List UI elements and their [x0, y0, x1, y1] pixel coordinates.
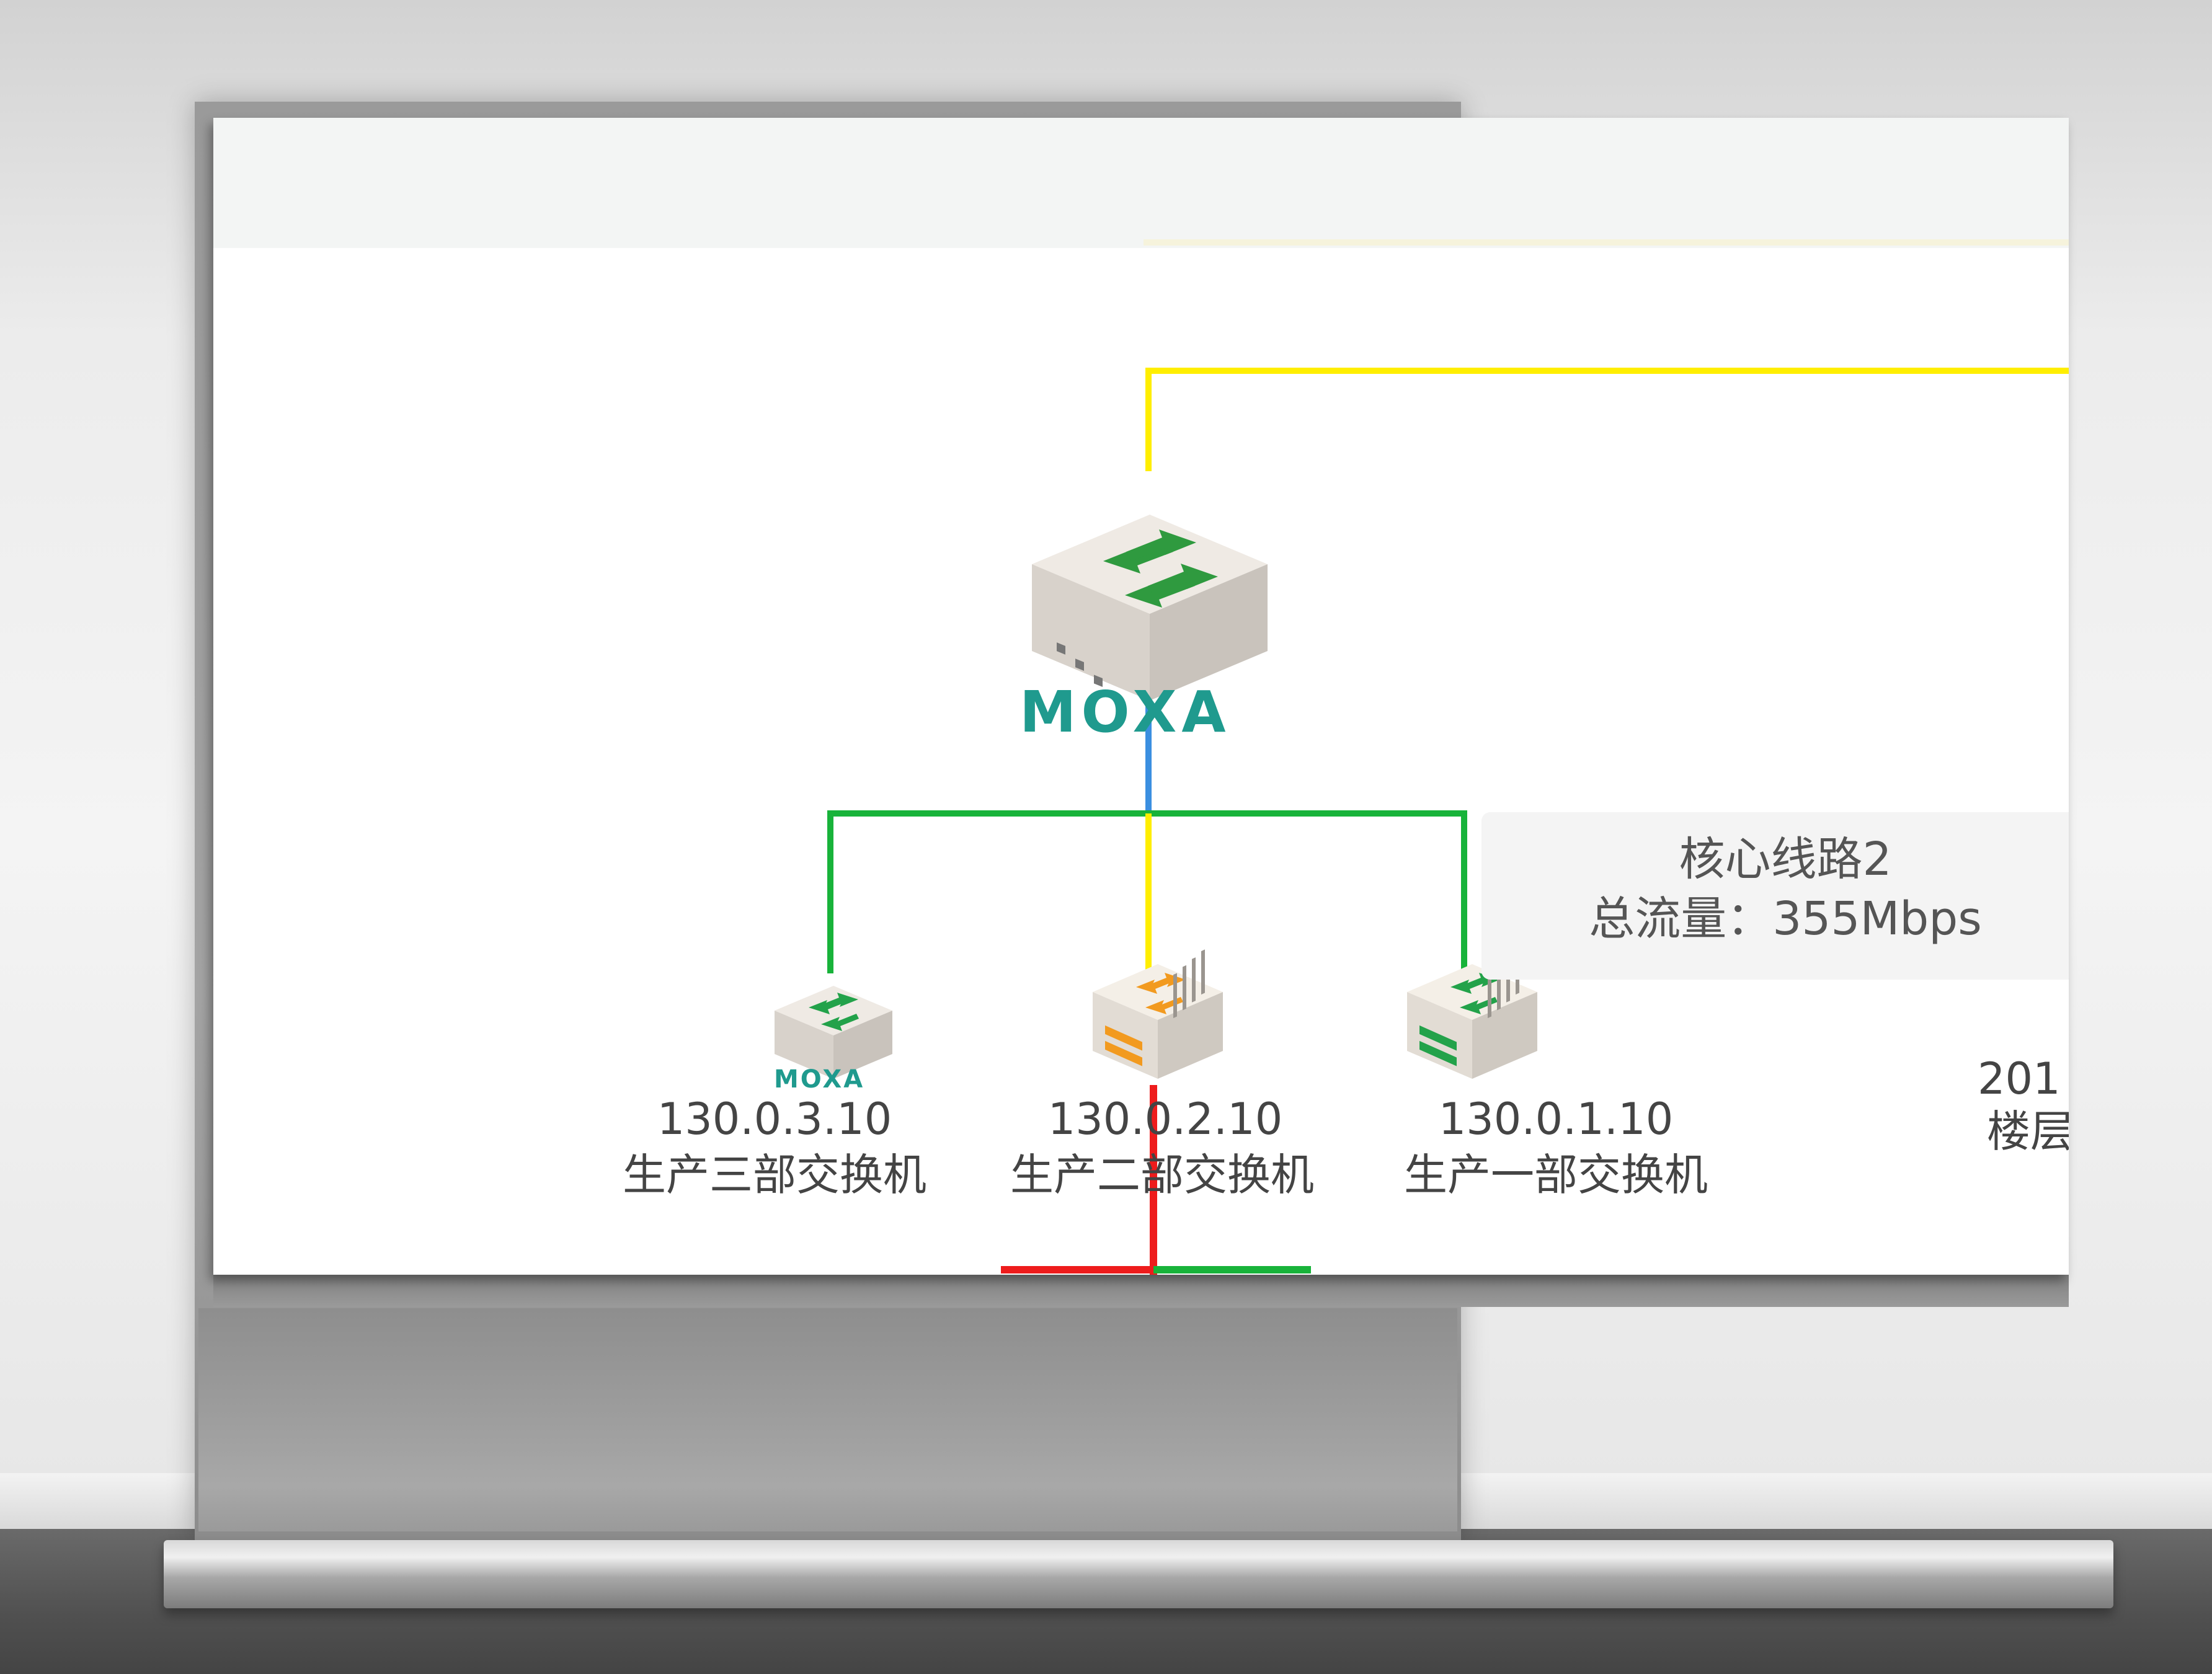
tooltip-total-traffic: 总流量：355Mbps: [1589, 892, 1982, 946]
uplink-line: [1145, 368, 2069, 471]
switch-3-name: 生产三部交换机: [623, 1149, 926, 1200]
switch-2-icon[interactable]: [1093, 949, 1223, 1079]
edge-label-partial-1: 201: [1978, 1053, 2061, 1104]
tooltip-link-name: 核心线路2: [1679, 833, 1892, 886]
link-tooltip: 核心线路2 总流量：355Mbps: [1481, 812, 2069, 980]
network-topology-screen: MOXA MOXA 130.0.3.10 生产三部交换机 130.0.2.10 …: [213, 118, 2069, 1275]
core-switch-brand: MOXA: [1019, 679, 1231, 745]
switch-1-name: 生产一部交换机: [1404, 1149, 1708, 1200]
switch-3-ip: 130.0.3.10: [657, 1094, 892, 1145]
switch-3-brand: MOXA: [774, 1065, 865, 1094]
switch-3-icon[interactable]: [775, 986, 892, 1079]
kiosk-stand-base: [164, 1540, 2113, 1608]
switch-1-ip: 130.0.1.10: [1438, 1094, 1674, 1145]
edge-label-partial-2: 楼层: [1987, 1106, 2069, 1157]
screen-bottom-bezel: [213, 1272, 2069, 1307]
branch-line-right: [1148, 810, 1467, 973]
kiosk-lower-panel: [198, 1308, 1457, 1531]
switch-2-name: 生产二部交换机: [1010, 1149, 1314, 1200]
screen-header-band: [213, 118, 2069, 248]
core-switch-icon[interactable]: [1032, 515, 1268, 701]
switch-2-ip: 130.0.2.10: [1047, 1094, 1283, 1145]
branch-line-left: [827, 810, 1148, 973]
header-divider: [1144, 239, 2069, 246]
